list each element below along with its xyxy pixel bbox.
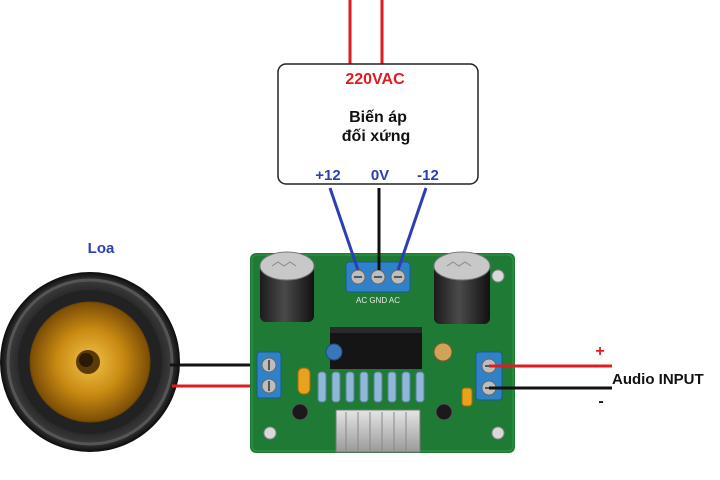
power-terminal-block — [345, 261, 411, 293]
transformer-box — [277, 63, 479, 185]
transformer-pin-plus12: +12 — [315, 167, 340, 184]
transformer-pin-0v: 0V — [371, 167, 389, 184]
speaker-terminal-block — [256, 351, 282, 399]
power-terminal-label: AC GND AC — [356, 296, 400, 305]
wire-plus12 — [328, 187, 360, 271]
small-cap-4 — [435, 403, 453, 421]
amplifier-chip — [330, 327, 422, 369]
resistor-row — [297, 367, 425, 403]
small-cap-2 — [433, 342, 453, 362]
heatsink — [335, 409, 421, 453]
audio-input-label: Audio INPUT — [612, 371, 704, 388]
transformer-pin-minus12: -12 — [417, 167, 439, 184]
right-capacitor — [433, 251, 491, 324]
speaker — [0, 272, 180, 452]
left-capacitor — [259, 251, 315, 322]
transformer-title-line2: đối xứng — [342, 128, 410, 145]
wire-minus12 — [396, 187, 428, 271]
small-cap-5 — [461, 387, 473, 407]
small-cap-3 — [291, 403, 309, 421]
small-cap-1 — [325, 343, 343, 361]
input-terminal-block — [475, 351, 503, 401]
audio-input-plus: + — [595, 343, 604, 360]
speaker-label: Loa — [88, 240, 115, 257]
transformer-input-label: 220VAC — [345, 71, 405, 88]
audio-input-minus: - — [598, 393, 603, 410]
transformer-title-line1: Biến áp — [349, 109, 407, 126]
amplifier-board: AC GND AC — [250, 251, 515, 453]
